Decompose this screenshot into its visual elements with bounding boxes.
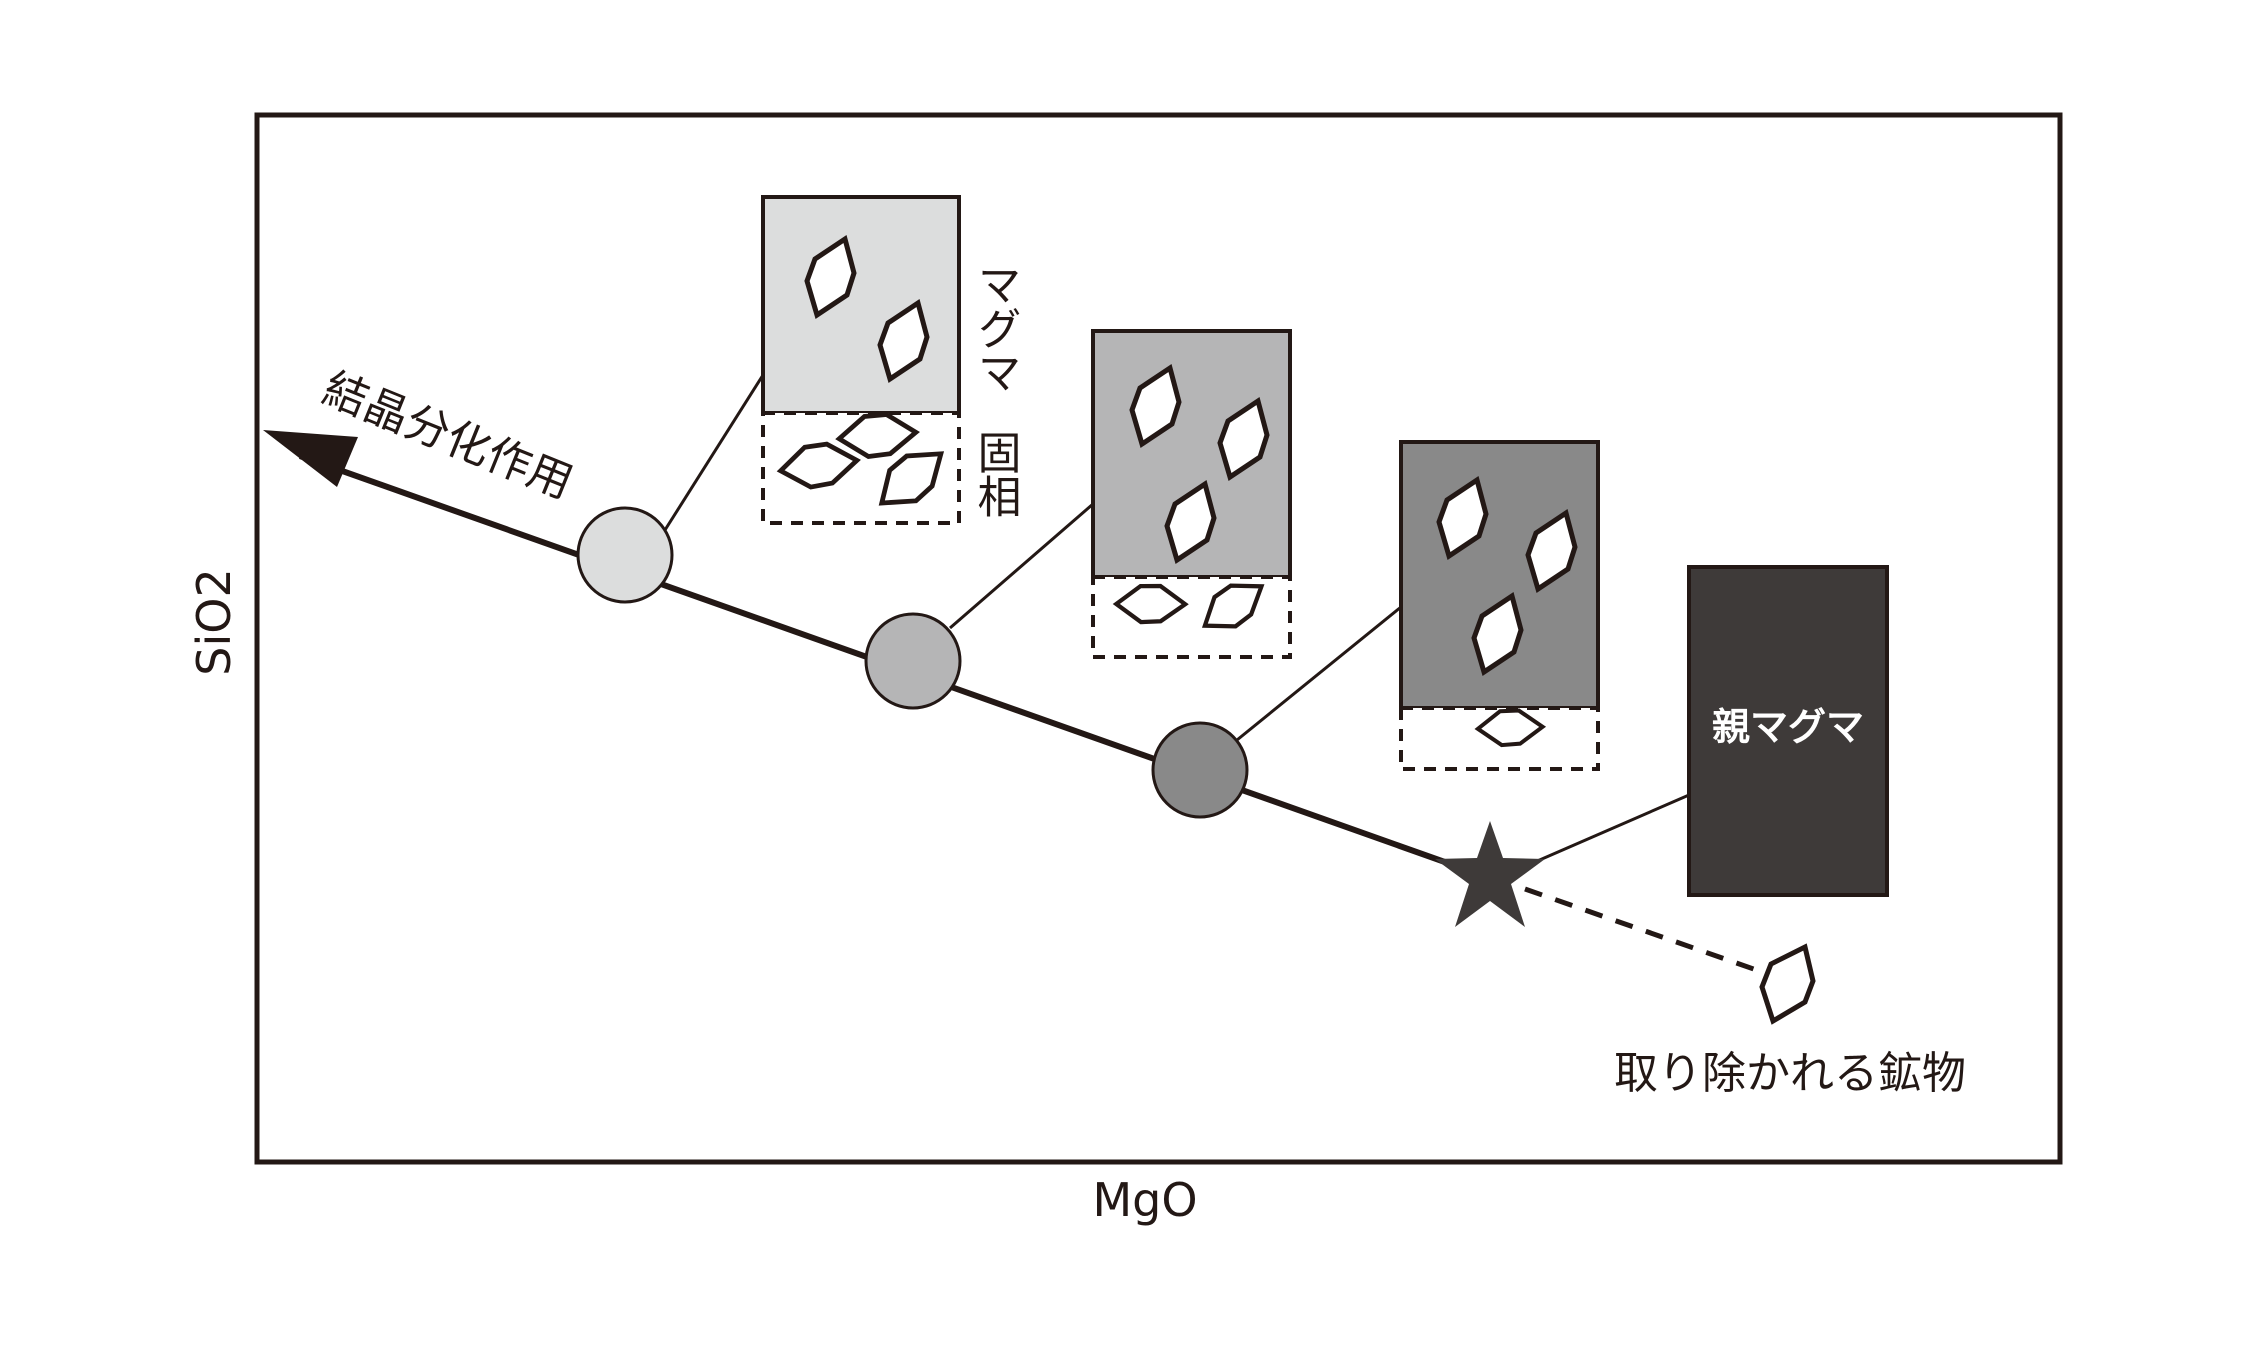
magma-region <box>761 195 961 415</box>
y-axis-label: SiO2 <box>187 568 241 675</box>
leader-line-3 <box>1236 605 1402 742</box>
solid-label: 固相 <box>970 430 1021 518</box>
plot-frame <box>254 112 2063 1165</box>
leader-line-parent <box>1534 793 1690 864</box>
process-label: 結晶分化作用 <box>316 363 580 509</box>
removal-dashed-line <box>1524 886 1766 976</box>
x-axis-label: MgO <box>1092 1173 1197 1227</box>
arrowhead-icon <box>263 430 358 487</box>
stage-2-point <box>864 612 962 710</box>
removed-mineral-crystal-icon <box>1759 943 1816 1025</box>
removed-mineral-label: 取り除かれる鉱物 <box>1614 1048 1966 1099</box>
parent-magma-star-icon <box>1435 821 1545 927</box>
stage-3-point <box>1151 721 1249 819</box>
parent-magma-box: 親マグマ <box>1687 565 1889 897</box>
magma-label: マグマ <box>970 262 1021 394</box>
stage-1-box <box>761 195 961 525</box>
stage-2-box <box>1091 329 1292 659</box>
leader-line-1 <box>663 374 765 531</box>
leader-line-2 <box>949 502 1094 630</box>
parent-magma-region <box>1687 565 1889 897</box>
magma-region <box>1399 440 1600 710</box>
parent-magma-label: 親マグマ <box>1712 705 1864 749</box>
stage-3-box <box>1399 440 1600 771</box>
stage-1-point <box>576 506 674 604</box>
